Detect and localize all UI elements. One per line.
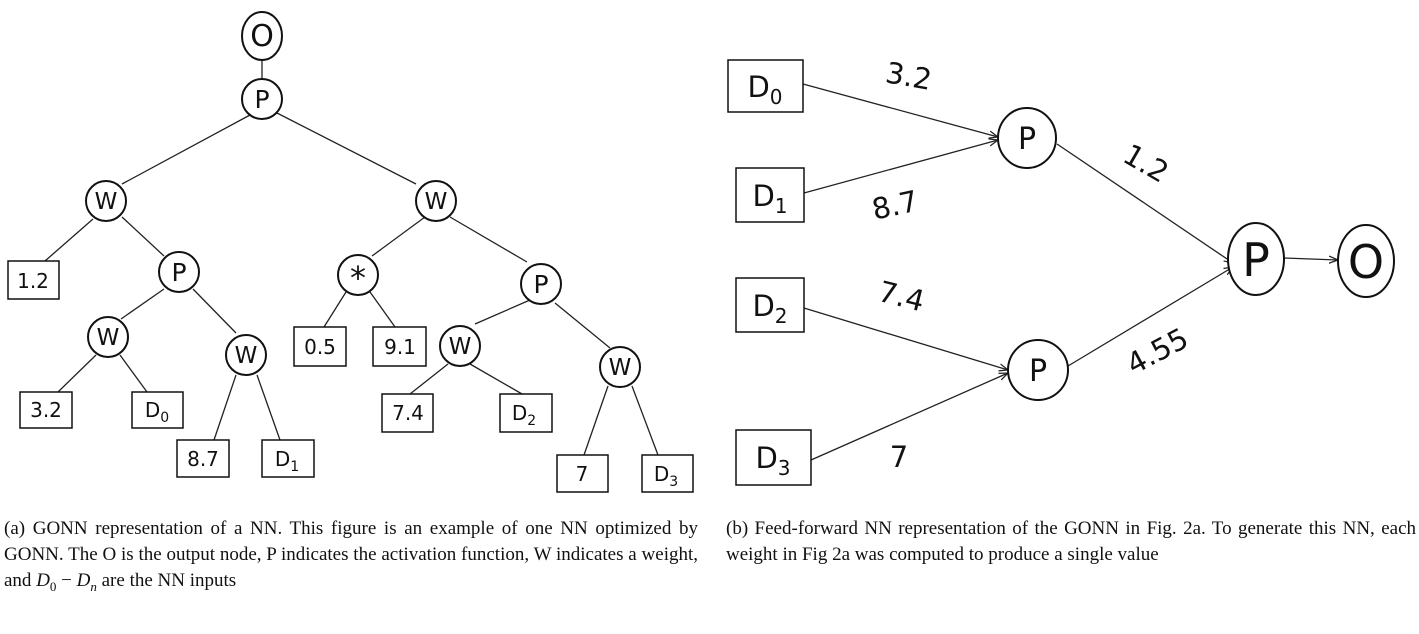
caption-a-dn-base: D — [76, 570, 91, 591]
tree-leaf-0-5-label: 0.5 — [304, 335, 336, 359]
tree-node-p-left-label: P — [171, 258, 186, 287]
tree-leaf-d2: D2 — [499, 393, 553, 433]
tree-leaf-9-1: 9.1 — [372, 326, 427, 367]
svg-text:D0: D0 — [747, 70, 782, 109]
tree-leaf-d1: D1 — [261, 439, 315, 478]
caption-figure-a: (a) GONN representation of a NN. This fi… — [4, 516, 698, 594]
tree-leaf-9-1-label: 9.1 — [384, 335, 416, 359]
caption-a-text-1: (a) GONN representation of a NN. This fi… — [4, 518, 698, 591]
tree-leaf-d3-base: D — [654, 462, 669, 486]
tree-node-p-right: P — [520, 263, 562, 305]
nn-input-d1-base: D — [752, 179, 774, 213]
nn-hidden-p2-label: P — [1029, 354, 1047, 389]
tree-leaf-d3-sub: 3 — [669, 474, 678, 490]
tree-leaf-d0: D0 — [131, 391, 184, 429]
tree-node-w-lr: W — [225, 334, 267, 376]
tree-leaf-d0-sub: 0 — [160, 410, 169, 426]
nn-arrows — [802, 83, 1338, 461]
tree-leaf-7-label: 7 — [576, 462, 589, 486]
nn-weight-d1-p1: 8.7 — [869, 184, 921, 227]
gonn-tree: O P W W P * P W — [7, 11, 694, 493]
nn-hidden-p2: P — [1007, 339, 1069, 401]
nn-input-d0-sub: 0 — [770, 85, 783, 109]
tree-node-p-top: P — [241, 78, 283, 120]
caption-a-d0-sub: 0 — [49, 578, 57, 594]
nn-output-p-label: P — [1242, 233, 1270, 287]
caption-a-d0-base: D — [36, 570, 50, 591]
tree-node-w-ll: W — [87, 316, 129, 358]
tree-leaf-d1-base: D — [275, 447, 290, 471]
nn-input-d1: D1 — [735, 167, 805, 223]
nn-input-d2-sub: 2 — [775, 304, 788, 328]
tree-leaf-7-4-label: 7.4 — [392, 401, 424, 425]
tree-node-w-left-label: W — [95, 189, 118, 215]
svg-text:D3: D3 — [654, 462, 678, 490]
nn-input-d3: D3 — [735, 429, 812, 486]
tree-leaf-7-4: 7.4 — [381, 393, 434, 433]
tree-node-w-rl-label: W — [449, 334, 472, 360]
nn-weight-p1-out: 1.2 — [1118, 137, 1175, 190]
svg-text:D1: D1 — [275, 447, 299, 475]
nn-input-d2-base: D — [752, 289, 774, 323]
tree-leaf-d0-base: D — [145, 398, 160, 422]
caption-figure-b: (b) Feed-forward NN representation of th… — [726, 518, 1416, 565]
tree-node-p-left: P — [158, 251, 200, 293]
tree-node-p-right-label: P — [533, 270, 548, 299]
nn-input-d3-base: D — [755, 441, 777, 475]
tree-node-mult-label: * — [350, 259, 366, 297]
caption-a-dn-sub: n — [90, 578, 97, 594]
tree-node-w-rr: W — [599, 346, 641, 388]
svg-text:D1: D1 — [752, 179, 787, 218]
caption-a-dash: − — [56, 570, 77, 591]
nn-input-d0-base: D — [747, 70, 769, 104]
tree-node-p-top-label: P — [254, 85, 269, 114]
nn-hidden-p1: P — [997, 107, 1057, 169]
tree-node-w-right: W — [415, 180, 457, 222]
tree-leaf-d3: D3 — [641, 454, 694, 493]
nn-output-o: O — [1337, 224, 1395, 298]
svg-text:D3: D3 — [755, 441, 790, 480]
tree-leaf-d2-sub: 2 — [527, 413, 536, 429]
tree-leaf-d1-sub: 1 — [290, 459, 299, 475]
tree-leaf-1-2: 1.2 — [7, 260, 60, 300]
svg-text:D2: D2 — [512, 401, 536, 429]
nn-hidden-p1-label: P — [1018, 122, 1036, 157]
tree-node-o-top: O — [241, 11, 283, 61]
tree-node-w-rl: W — [439, 325, 481, 367]
tree-leaf-8-7: 8.7 — [176, 439, 230, 478]
nn-weight-d3-p2: 7 — [890, 440, 908, 474]
tree-edges — [44, 60, 659, 456]
caption-a-text-2: are the NN inputs — [96, 570, 237, 591]
tree-node-mult: * — [337, 254, 379, 297]
nn-weight-d2-p2: 7.4 — [875, 274, 928, 318]
tree-node-o-top-label: O — [250, 19, 274, 54]
svg-text:D0: D0 — [145, 398, 169, 426]
tree-leaf-7: 7 — [556, 454, 609, 493]
nn-input-d1-sub: 1 — [775, 194, 788, 218]
tree-leaf-8-7-label: 8.7 — [187, 447, 219, 471]
tree-node-w-ll-label: W — [97, 325, 120, 351]
tree-leaf-3-2-label: 3.2 — [30, 398, 62, 422]
tree-node-w-left: W — [85, 180, 127, 222]
nn-input-d2: D2 — [735, 277, 805, 333]
svg-text:D2: D2 — [752, 289, 787, 328]
tree-node-w-lr-label: W — [235, 343, 258, 369]
feed-forward-nn: D0 D1 D2 D3 P P P O — [727, 55, 1395, 486]
tree-leaf-3-2: 3.2 — [19, 391, 73, 429]
nn-input-d0: D0 — [727, 59, 804, 113]
tree-leaf-d2-base: D — [512, 401, 527, 425]
nn-weight-p2-out: 4.55 — [1121, 321, 1194, 381]
nn-weight-d0-p1: 3.2 — [883, 55, 934, 96]
tree-leaf-1-2-label: 1.2 — [17, 269, 49, 293]
tree-node-w-rr-label: W — [609, 355, 632, 381]
nn-output-o-label: O — [1348, 235, 1384, 289]
tree-leaf-0-5: 0.5 — [293, 326, 347, 367]
tree-node-w-right-label: W — [425, 189, 448, 215]
nn-input-d3-sub: 3 — [778, 456, 791, 480]
nn-output-p: P — [1227, 222, 1285, 296]
